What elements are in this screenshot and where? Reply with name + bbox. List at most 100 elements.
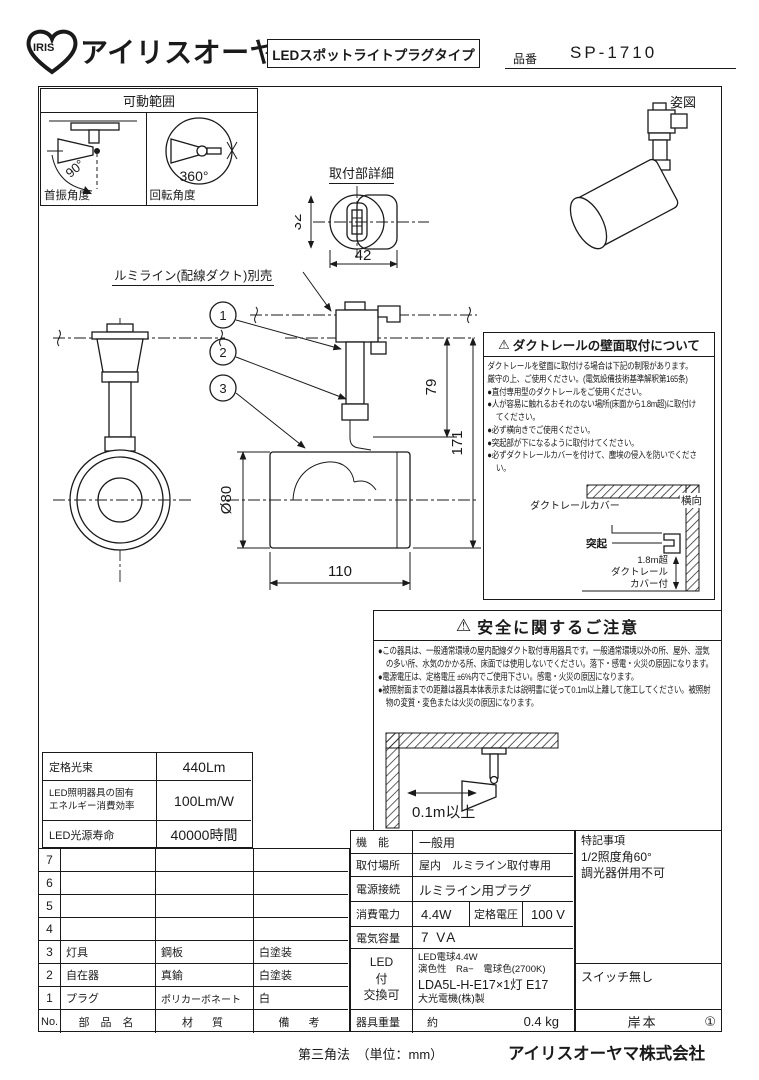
part-row-no: 3	[39, 941, 61, 964]
connection-label: 電源接続	[356, 884, 400, 896]
rotation-angle-diagram	[164, 117, 237, 185]
callout-circle-2	[209, 338, 237, 366]
distance-label: 0.1m以上	[412, 804, 476, 821]
sideways-label: 横向	[680, 493, 703, 508]
part-row-note: 白塗装	[254, 941, 348, 964]
parts-table: 7 6 5 4 3 灯具 鋼板 白塗装 2 自在器 真鍮 白塗装 1 プラグ ポ…	[38, 848, 350, 1033]
voltage-value: 100 V	[531, 906, 565, 922]
led-bulb-spec: LED電球4.4W	[418, 952, 478, 964]
part-row-material: 鋼板	[156, 941, 254, 964]
dim-110: 110	[328, 563, 352, 580]
part-row-name	[61, 872, 156, 895]
height-note-line1: 1.8m超	[637, 555, 668, 566]
part-row-material	[156, 918, 254, 941]
height-note-line2: ダクトレール	[610, 566, 668, 578]
special-note-line2: 調光器併用不可	[581, 866, 666, 881]
wall-mount-bullet: ●必ず横向きでご使用ください。	[487, 424, 595, 435]
safety-bullet: ●この器具は、一般通常環境の屋内配線ダクト取付専用器具です。一般通常環境以外の所…	[377, 646, 713, 671]
callout-number-3: 3	[219, 381, 226, 396]
warning-icon: ⚠	[498, 336, 510, 352]
power-label: 消費電力	[356, 909, 400, 921]
wall-mount-warning-box: ⚠ ダクトレールの壁面取付について ダクトレールを壁面に取付ける場合は下記の制限…	[483, 332, 715, 600]
part-row-material	[156, 895, 254, 918]
projection-method-note: 第三角法 （単位：mm）	[298, 1047, 444, 1062]
led-color-spec: 演色性 Ra− 電球色(2700K)	[418, 964, 546, 976]
led-maker: 大光電機(株)製	[418, 993, 485, 1005]
part-no-label: 品番	[513, 52, 538, 66]
safety-bullet: ●電源電圧は、定格電圧 ±6%内でご使用下さい。感電・火災の原因になります。	[377, 672, 639, 684]
safety-notice-box: ⚠ 安全に関するご注意 ●この器具は、一般通常環境の屋内配線ダクト取付専用器具で…	[373, 610, 722, 835]
led-model: LDA5L-H-E17×1灯 E17	[418, 977, 549, 992]
wall-mount-intro-2: 厳守の上、ご使用ください。(電気設備技術基準解釈第165条)	[487, 373, 688, 384]
wall-mount-bullet: ●人が容易に触れるおそれのない場所(床面から1.8m超)に取付けてください。	[487, 399, 696, 423]
revision-mark: ①	[704, 1013, 716, 1029]
part-row-name: 灯具	[61, 941, 156, 964]
main-dimension-drawing: 1 2 3 79 171 Ø80 110	[53, 271, 481, 590]
height-note-line3: カバー付	[629, 578, 668, 590]
dim-32: 32	[295, 214, 305, 231]
connection-value: ルミライン用プラグ	[419, 883, 532, 898]
part-row-no: 4	[39, 918, 61, 941]
callout-circle-3	[209, 374, 237, 402]
led-label-line1: LED	[369, 954, 394, 969]
luminous-flux-label: 定格光束	[49, 761, 93, 774]
part-no-underline	[505, 68, 736, 69]
part-row-material	[156, 849, 254, 872]
wall-mount-diagram	[582, 484, 700, 592]
parts-header-no: No.	[39, 1010, 61, 1033]
parts-header-material: 材 質	[156, 1010, 254, 1033]
approver-name: 岸本	[627, 1015, 658, 1030]
part-row-note	[254, 895, 348, 918]
product-type-label: LEDスポットライトプラグタイプ	[272, 47, 475, 63]
weight-value: 0.4 kg	[523, 1014, 559, 1029]
duct-rail-cover-label: ダクトレールカバー	[530, 501, 620, 512]
wall-mount-bullet: ●必ずダクトレールカバーを付けて、塵埃の侵入を防いでください。	[487, 450, 697, 474]
parts-header-note: 備 考	[278, 1016, 324, 1029]
part-no-value: SP-1710	[570, 43, 658, 62]
special-notes-column: 特記事項 1/2照度角60° 調光器併用不可 スイッチ無し 岸本 ①	[575, 830, 722, 1032]
safety-title: 安全に関するご注意	[477, 619, 640, 637]
voltage-label: 定格電圧	[474, 909, 518, 921]
callout-number-2: 2	[219, 345, 226, 360]
dim-42: 42	[355, 247, 372, 264]
weight-label: 器具重量	[356, 1016, 400, 1029]
rotation-angle-value: 360°	[179, 168, 209, 184]
dim-dia80: Ø80	[218, 486, 235, 514]
callout-circle-1	[209, 301, 237, 329]
capacity-label: 電気容量	[356, 932, 400, 945]
wall-mount-intro-1: ダクトレールを壁面に取付ける場合は下記の制限があります。	[487, 361, 693, 371]
capacity-value: 7 VA	[421, 930, 458, 945]
location-label: 取付場所	[356, 860, 400, 872]
safety-bullet: ●被照射面までの距離は器具本体表示または説明書に従って0.1m以上離して施工して…	[377, 685, 711, 710]
mount-detail-drawing: 32 42	[295, 186, 429, 268]
part-row-material	[156, 872, 254, 895]
part-row-note	[254, 872, 348, 895]
part-row-material: ポリカーボネート	[156, 987, 254, 1010]
dim-79: 79	[423, 379, 440, 396]
distance-diagram	[385, 732, 559, 829]
weight-approx: 約	[427, 1016, 438, 1029]
part-row-no: 6	[39, 872, 61, 895]
callout-number-1: 1	[219, 308, 226, 323]
efficiency-label-line2: エネルギー消費効率	[49, 800, 135, 812]
part-row-note: 白	[254, 987, 348, 1010]
luminous-flux-value: 440Lm	[182, 758, 226, 775]
part-row-name	[61, 849, 156, 872]
wall-mount-bullet: ●突起部が下になるように取付けてください。	[487, 437, 639, 448]
posture-figure-label: 姿図	[670, 95, 697, 110]
part-row-no: 2	[39, 964, 61, 987]
switch-note: スイッチ無し	[581, 970, 654, 984]
spec-table: 機 能 一般用 取付場所 屋内 ルミライン取付専用 電源接続 ルミライン用プラグ…	[350, 830, 575, 1033]
part-row-no: 1	[39, 987, 61, 1010]
function-label: 機 能	[356, 837, 389, 849]
rotation-angle-label: 回転角度	[149, 190, 196, 202]
part-row-material: 真鍮	[156, 964, 254, 987]
part-row-name	[61, 918, 156, 941]
part-row-name	[61, 895, 156, 918]
warning-icon: ⚠	[455, 615, 472, 635]
movable-range-box: 可動範囲 90° 首振角度	[40, 88, 258, 206]
duct-note-leader-arrow	[302, 271, 332, 312]
part-row-no: 7	[39, 849, 61, 872]
photometric-table: 定格光束 440Lm LED照明器具の固有 エネルギー消費効率 100Lm/W …	[42, 752, 253, 849]
swing-angle-label: 首振角度	[44, 190, 90, 202]
